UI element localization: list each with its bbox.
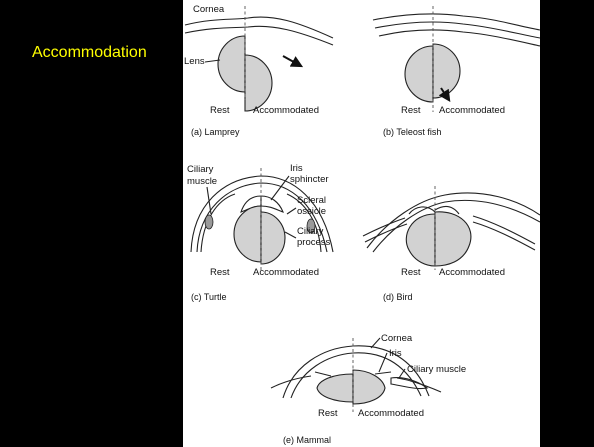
lamprey-rest-label: Rest (210, 105, 230, 116)
mammal-ciliary-muscle (391, 378, 427, 389)
lamprey-arrow (283, 56, 301, 66)
mammal-iris-right (375, 372, 391, 374)
bird-lens-accommodated (435, 212, 471, 266)
mammal-caption: (e) Mammal (283, 435, 331, 445)
turtle-process-leader (285, 232, 296, 238)
turtle-scleral-ossicle-label-2: ossicle (297, 206, 326, 217)
turtle-ciliary-muscle-label-1: Ciliary (187, 164, 214, 175)
bird-caption: (d) Bird (383, 292, 413, 302)
turtle-iris-sphincter-label-2: sphincter (290, 174, 329, 185)
mammal-lens-rest (317, 374, 353, 402)
panel-lamprey: Cornea Lens Rest Accommodated (a) Lampre… (184, 4, 333, 137)
turtle-scleral-ossicle-label-1: Scleral (297, 195, 326, 206)
panel-turtle: Ciliary muscle Iris sphincter Scleral os… (187, 163, 333, 302)
bird-sclera-right-1 (473, 216, 535, 244)
lamprey-cornea-label: Cornea (193, 4, 225, 15)
mammal-cornea-label: Cornea (381, 333, 413, 344)
turtle-ciliary-process-label-1: Ciliary (297, 226, 324, 237)
fish-caption: (b) Teleost fish (383, 127, 441, 137)
bird-sclera-right-2 (473, 222, 535, 250)
turtle-caption: (c) Turtle (191, 292, 227, 302)
fish-lens-rest (405, 46, 433, 102)
fish-lens-accommodated (433, 44, 460, 98)
turtle-muscle-left (205, 215, 213, 229)
fish-rest-label: Rest (401, 105, 421, 116)
mammal-sclera-left (271, 376, 311, 388)
panel-mammal: Cornea Iris Ciliary muscle Rest Accommod… (271, 333, 466, 445)
lamprey-accommodated-label: Accommodated (253, 105, 319, 116)
slide-title: Accommodation (32, 44, 147, 62)
turtle-ciliary-process-label-2: process (297, 237, 331, 248)
mammal-rest-label: Rest (318, 408, 338, 419)
bird-accommodated-label: Accommodated (439, 267, 505, 278)
mammal-cornea-leader (371, 338, 380, 348)
turtle-ciliary-muscle-label-2: muscle (187, 176, 217, 187)
lamprey-caption: (a) Lamprey (191, 127, 240, 137)
panel-bird: Rest Accommodated (d) Bird (363, 186, 540, 302)
turtle-ossicle-leader (287, 208, 296, 214)
fish-cornea-1 (373, 14, 540, 30)
turtle-iris-sphincter-label-1: Iris (290, 163, 303, 174)
mammal-iris-label: Iris (389, 348, 402, 359)
lamprey-cornea-inner (185, 26, 333, 45)
fish-accommodated-label: Accommodated (439, 105, 505, 116)
panel-teleost-fish: Rest Accommodated (b) Teleost fish (373, 6, 540, 137)
turtle-ciliary-muscle-leader (207, 187, 211, 214)
lamprey-lens-accommodated (245, 55, 272, 111)
turtle-rest-label: Rest (210, 267, 230, 278)
fish-cornea-3 (379, 30, 540, 46)
mammal-ciliary-muscle-label: Ciliary muscle (407, 364, 466, 375)
lamprey-lens-label: Lens (184, 56, 205, 67)
mammal-accommodated-label: Accommodated (358, 408, 424, 419)
turtle-lens-accommodated (261, 212, 285, 264)
figure-svg: Cornea Lens Rest Accommodated (a) Lampre… (183, 0, 540, 447)
lamprey-lens-rest (218, 36, 245, 92)
bird-lens-rest (406, 214, 435, 266)
mammal-lens-accommodated (353, 370, 385, 404)
turtle-accommodated-label: Accommodated (253, 267, 319, 278)
mammal-iris-left (315, 372, 331, 376)
bird-rest-label: Rest (401, 267, 421, 278)
mammal-ciliary-leader (399, 369, 405, 378)
turtle-iris-leader (271, 176, 289, 200)
lamprey-cornea-outer (185, 17, 333, 38)
turtle-lens-rest (234, 206, 261, 262)
mammal-sclera-right (397, 378, 441, 392)
eye-accommodation-figure: Cornea Lens Rest Accommodated (a) Lampre… (183, 0, 540, 447)
